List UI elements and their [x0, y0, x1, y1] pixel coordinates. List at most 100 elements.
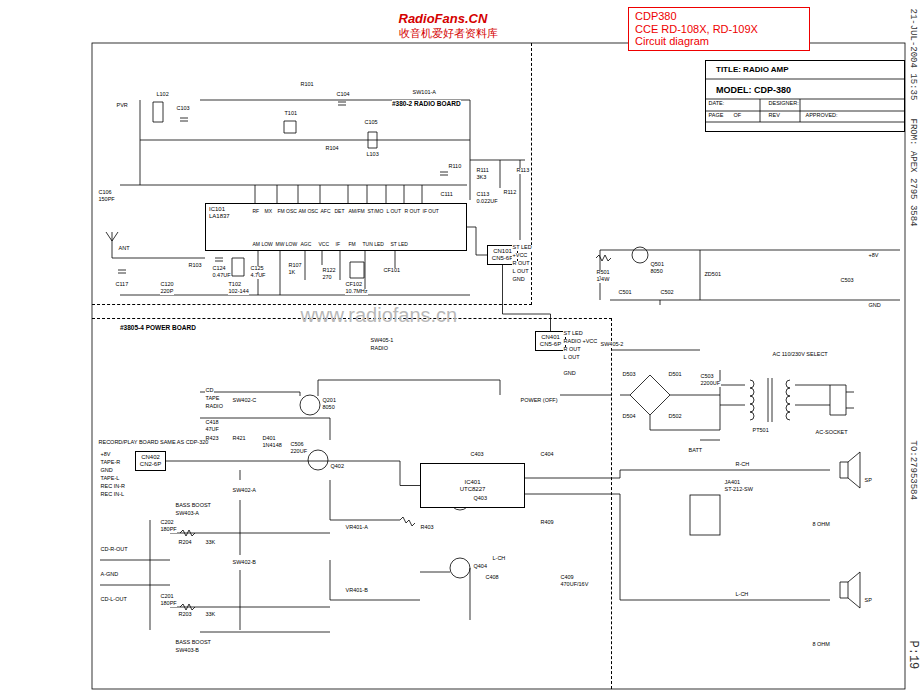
- coil-symbols: [153, 102, 377, 278]
- node-title: CN402: [141, 454, 160, 461]
- part-label: C117: [115, 282, 129, 288]
- part-label: Q201: [322, 398, 336, 404]
- part-label: CD-R-OUT: [100, 547, 128, 553]
- part-label: RF: [252, 209, 260, 214]
- part-label: C106: [98, 190, 112, 196]
- part-label: C503: [700, 374, 714, 380]
- part-label: C124: [212, 266, 226, 272]
- part-label: TAPE-L: [100, 476, 120, 482]
- part-label: R107: [288, 263, 302, 269]
- part-label: TUN LED: [362, 242, 384, 247]
- part-label: AM LOW: [252, 242, 273, 247]
- part-label: SW405-2: [600, 342, 624, 348]
- part-label: VR401-A: [345, 525, 368, 531]
- part-label: +8V: [868, 253, 879, 259]
- fax-header: TO:27953584: [908, 440, 917, 500]
- part-label: 0.47UF: [212, 273, 231, 279]
- part-label: AC-SOCKET: [815, 430, 848, 436]
- part-label: D502: [668, 414, 682, 420]
- part-label: L-CH: [735, 592, 749, 598]
- part-label: 4.7UF: [250, 273, 266, 279]
- node-subtitle: CN5-6P: [492, 255, 513, 262]
- part-label: SW403-B: [175, 648, 200, 654]
- part-label: L103: [366, 152, 379, 158]
- part-label: 10.7MHz: [345, 289, 368, 295]
- part-label: 0.022UF: [476, 199, 498, 205]
- part-label: 220UF: [290, 449, 308, 455]
- transistor-symbol: [300, 395, 320, 415]
- part-label: R501: [596, 270, 610, 276]
- node-title: TITLE: RADIO AMP: [716, 65, 789, 74]
- part-label: R110: [448, 164, 462, 170]
- part-label: REC IN-R: [100, 484, 125, 490]
- part-label: D501: [668, 372, 682, 378]
- plug-symbol: [830, 385, 854, 415]
- part-label: 1/4W: [596, 277, 610, 283]
- wire-connector: [467, 227, 487, 255]
- component-box: CN402CN2-6P: [135, 451, 166, 471]
- part-label: CD-L-OUT: [100, 597, 127, 603]
- part-label: PT501: [752, 428, 769, 434]
- part-label: BATT: [688, 448, 703, 454]
- part-label: SW405-1: [370, 338, 394, 344]
- transformer-symbol: [750, 378, 790, 422]
- part-label: T101: [284, 111, 298, 117]
- watermark: RadioFans.CN: [398, 12, 488, 26]
- part-label: 2200UF: [700, 381, 721, 387]
- part-label: ST-212-SW: [724, 487, 753, 493]
- part-label: L102: [156, 92, 169, 98]
- part-label: 33K: [205, 612, 216, 618]
- component-box: CN401CN5-6P: [535, 331, 566, 351]
- part-label: ST LED: [512, 245, 532, 251]
- node-subtitle: LA1837: [209, 213, 230, 220]
- part-label: R409: [540, 520, 554, 526]
- wire-connector: [503, 265, 551, 331]
- part-label: IF OUT: [422, 209, 439, 214]
- part-label: SW403-A: [175, 511, 200, 517]
- part-label: 1K: [288, 270, 296, 276]
- fax-header: P:19: [906, 640, 919, 670]
- part-label: R111: [476, 168, 489, 174]
- part-label: CF102: [345, 282, 363, 288]
- part-label: IF: [335, 242, 340, 247]
- part-label: REC IN-L: [100, 492, 125, 498]
- part-label: C202: [160, 520, 174, 526]
- part-label: C104: [336, 92, 350, 98]
- part-label: L OUT: [512, 269, 529, 275]
- part-label: 180PF: [160, 527, 177, 533]
- part-label: DESIGNER:: [768, 101, 799, 107]
- part-label: 8 OHM: [812, 522, 830, 528]
- part-label: D401: [262, 436, 276, 442]
- jack-symbol: [690, 495, 720, 535]
- part-label: VCC: [318, 242, 330, 247]
- node-title: IC401: [464, 479, 480, 486]
- note-box: CDP380CCE RD-108X, RD-109XCircuit diagra…: [628, 7, 810, 51]
- part-label: ZD501: [704, 272, 722, 278]
- transistor-symbol: [632, 247, 648, 263]
- part-label: R122: [322, 268, 336, 274]
- part-label: R OUT: [404, 209, 421, 214]
- part-label: R OUT: [563, 347, 581, 353]
- part-label: AGC: [300, 242, 312, 247]
- part-label: R403: [420, 525, 434, 531]
- part-label: MX: [264, 209, 273, 214]
- part-label: BASS BOOST: [175, 640, 211, 646]
- part-label: SW402-A: [232, 488, 257, 494]
- part-label: +VCC: [512, 253, 528, 259]
- resistor-symbols: [180, 250, 611, 610]
- part-label: C111: [440, 192, 453, 198]
- part-label: RADIO: [370, 346, 388, 352]
- drawing-frame: [92, 43, 905, 689]
- part-label: MW LOW: [275, 242, 298, 247]
- part-label: L OUT: [386, 209, 402, 214]
- part-label: FM: [348, 242, 356, 247]
- part-label: C409: [560, 575, 574, 581]
- part-label: C125: [250, 266, 264, 272]
- part-label: C502: [660, 290, 674, 296]
- part-label: C404: [540, 452, 554, 458]
- part-label: GND: [563, 371, 576, 377]
- power-wires: [100, 350, 830, 632]
- part-label: R204: [178, 540, 192, 546]
- part-label: C113: [476, 192, 490, 198]
